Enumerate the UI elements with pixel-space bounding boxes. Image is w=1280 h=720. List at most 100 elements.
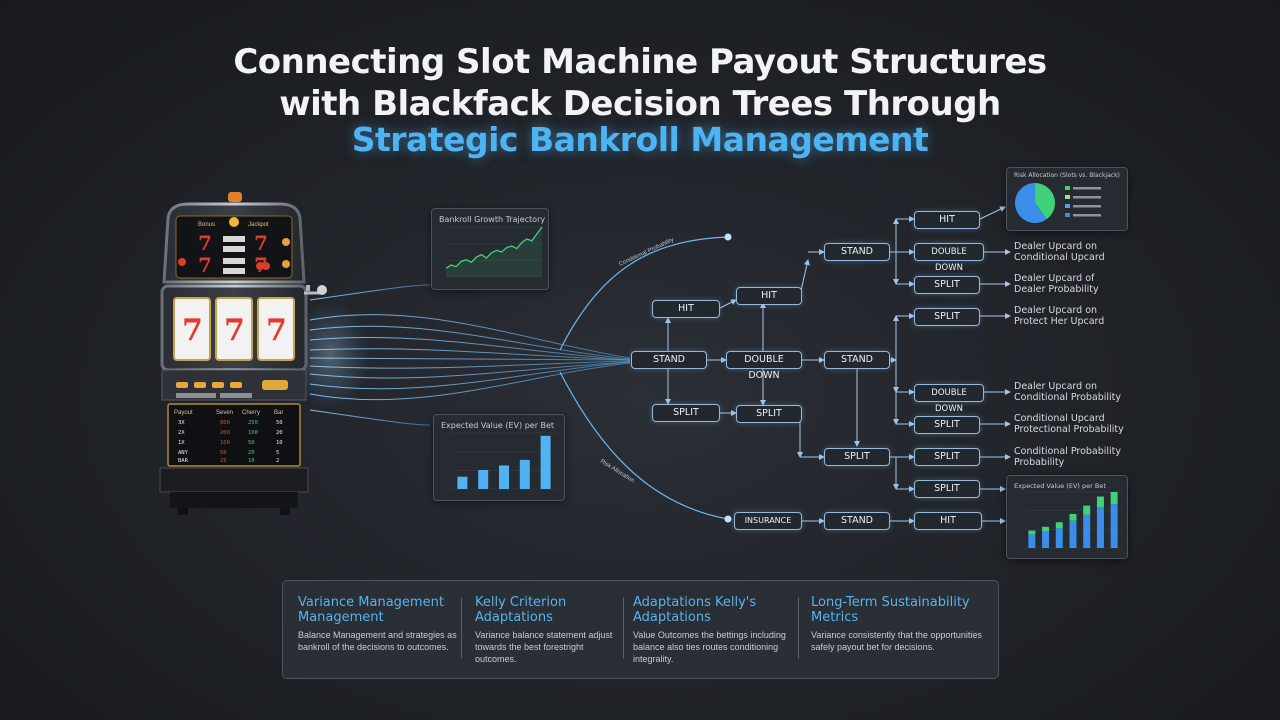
legend-swatch: [1065, 213, 1070, 217]
node-hit-mid[interactable]: HIT: [736, 287, 802, 305]
cherry-icon: [178, 258, 186, 266]
summary-column: Adaptations Kelly's Adaptations Value Ou…: [633, 595, 788, 665]
svg-text:ANY: ANY: [178, 450, 189, 456]
summary-body: Value Outcomes the bettings including ba…: [633, 630, 786, 664]
reel-symbol-1: 7: [198, 231, 212, 255]
title-line-1: Connecting Slot Machine Payout Structure…: [233, 42, 1047, 82]
bar: [1083, 514, 1091, 548]
svg-text:250: 250: [248, 420, 258, 426]
summary-heading: Long-Term Sustainability Metrics: [811, 595, 970, 625]
svg-text:100: 100: [248, 430, 258, 436]
bankroll-growth-chart: Bankroll Growth Trajectory: [431, 208, 549, 290]
paytable-header-1: Payout: [174, 410, 193, 416]
node-bottom-start[interactable]: INSURANCE: [734, 512, 802, 530]
svg-text:2X: 2X: [178, 430, 185, 436]
ev-bar-chart: Expected Value (EV) per Bet: [433, 414, 565, 501]
divider: [461, 597, 462, 659]
node-stand-root[interactable]: STAND: [631, 351, 707, 369]
node-stand-bottom[interactable]: STAND: [824, 512, 890, 530]
outcome-label: Conditional Upcard Protectional Probabil…: [1014, 413, 1124, 435]
node-split-mid[interactable]: SPLIT: [736, 405, 802, 423]
bar-stack: [1055, 522, 1063, 529]
summary-heading: Kelly Criterion Adaptations: [475, 595, 567, 625]
svg-text:BAR: BAR: [178, 458, 189, 464]
summary-heading: Variance Management Management: [298, 595, 444, 625]
outcome-label: Conditional Probability Probability: [1014, 446, 1122, 468]
bar: [499, 465, 509, 489]
legend-text: [1073, 214, 1101, 217]
bar: [1055, 528, 1063, 548]
summary-heading: Adaptations Kelly's Adaptations: [633, 595, 757, 625]
svg-text:200: 200: [220, 430, 230, 436]
svg-text:20: 20: [276, 430, 283, 436]
bottom-summary-panel: Variance Management Management Balance M…: [282, 580, 999, 679]
reel-2: 7: [224, 313, 245, 348]
summary-body: Balance Management and strategies as ban…: [298, 630, 457, 652]
svg-text:Jackpot: Jackpot: [248, 222, 269, 228]
chart-title: Risk Allocation (Slots vs. Blackjack): [1014, 172, 1120, 179]
svg-text:50: 50: [276, 420, 283, 426]
bar: [457, 476, 468, 489]
node-stand-top[interactable]: STAND: [824, 243, 890, 261]
svg-text:7: 7: [254, 231, 268, 255]
svg-text:10: 10: [276, 440, 283, 446]
bar: [1069, 520, 1077, 548]
node-double-down-top[interactable]: DOUBLE DOWN: [914, 243, 984, 273]
summary-column: Variance Management Management Balance M…: [298, 595, 458, 653]
node-hit-top[interactable]: HIT: [914, 211, 980, 229]
legend-text: [1073, 187, 1101, 190]
svg-text:50: 50: [220, 450, 227, 456]
node-split-r5[interactable]: SPLIT: [914, 480, 980, 498]
bar-stack: [1083, 505, 1091, 515]
bar: [1042, 531, 1050, 548]
svg-text:Cherry: Cherry: [242, 410, 260, 416]
legend-swatch: [1065, 195, 1070, 199]
node-double-down-r2[interactable]: DOUBLE DOWN: [914, 384, 984, 414]
node-double-down-mid[interactable]: DOUBLE DOWN: [726, 351, 802, 381]
node-split-r3[interactable]: SPLIT: [914, 416, 980, 434]
reel-3: 7: [266, 313, 287, 348]
reel-1: 7: [182, 313, 203, 348]
node-stand-mid[interactable]: STAND: [824, 351, 890, 369]
slot-machine: Bonus Jackpot 7 7 7 7 7 7 7: [158, 190, 314, 515]
legend-text: [1073, 205, 1101, 208]
risk-allocation-pie: Risk Allocation (Slots vs. Blackjack): [1006, 167, 1128, 231]
outcome-label: Dealer Upcard on Protect Her Upcard: [1014, 305, 1105, 327]
bar-stack: [1069, 513, 1077, 521]
title-line-2: with Blackfack Decision Trees Through: [279, 84, 1001, 124]
bar-stack: [1028, 530, 1036, 535]
bar-stack: [1110, 492, 1118, 505]
svg-text:2: 2: [276, 458, 279, 464]
svg-text:7: 7: [198, 253, 212, 277]
node-split-top[interactable]: SPLIT: [914, 276, 980, 294]
node-hit-bottom[interactable]: HIT: [914, 512, 982, 530]
bell-icon: [282, 238, 290, 246]
bar: [478, 469, 489, 489]
svg-text:10: 10: [248, 458, 255, 464]
bar: [1110, 504, 1118, 548]
series-line: [445, 226, 543, 269]
node-split-r1[interactable]: SPLIT: [914, 308, 980, 326]
outcome-label: Dealer Upcard of Dealer Probability: [1014, 273, 1099, 295]
pie-slice: [1035, 183, 1055, 220]
legend-text: [1073, 196, 1101, 199]
svg-text:800: 800: [220, 420, 230, 426]
divider: [623, 597, 624, 659]
svg-text:100: 100: [220, 440, 230, 446]
chart-title: Expected Value (EV) per Bet: [1014, 482, 1106, 490]
node-hit-left[interactable]: HIT: [652, 300, 720, 318]
node-split-low[interactable]: SPLIT: [824, 448, 890, 466]
svg-text:20: 20: [248, 450, 255, 456]
chart-title: Expected Value (EV) per Bet: [441, 421, 555, 430]
ev-bar-chart-2: Expected Value (EV) per Bet: [1006, 475, 1128, 559]
svg-text:Seven: Seven: [216, 410, 233, 416]
node-split-r4[interactable]: SPLIT: [914, 448, 980, 466]
bar: [1096, 507, 1104, 548]
node-split-left[interactable]: SPLIT: [652, 404, 720, 422]
flow-label-lower: Risk Allocation: [599, 459, 635, 485]
summary-column: Kelly Criterion Adaptations Variance bal…: [475, 595, 625, 665]
svg-text:25: 25: [220, 458, 227, 464]
bar: [1028, 534, 1036, 548]
chart-title: Bankroll Growth Trajectory: [439, 215, 546, 224]
outcome-label: Dealer Upcard on Conditional Upcard: [1014, 241, 1105, 263]
